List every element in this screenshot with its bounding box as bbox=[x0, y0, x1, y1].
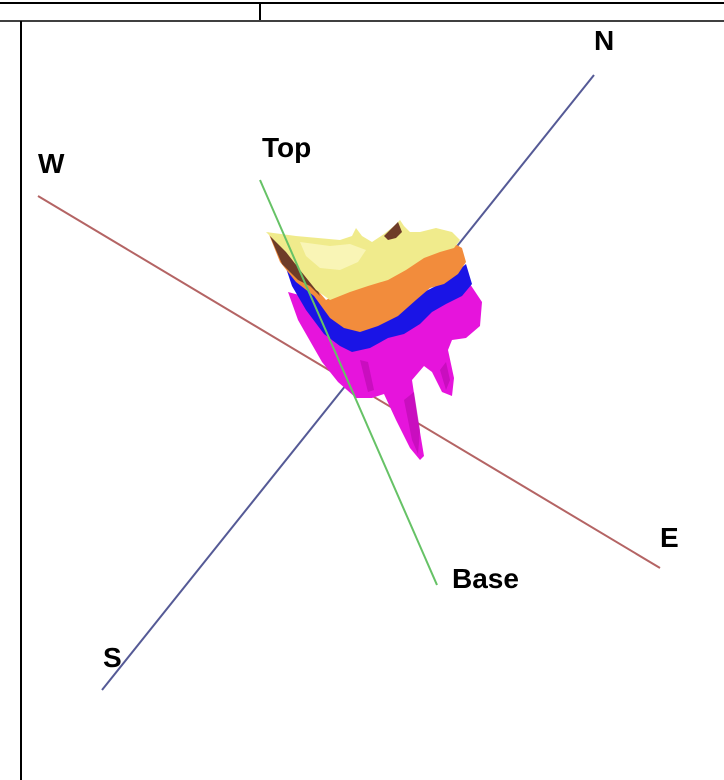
layered-volume bbox=[266, 220, 482, 460]
east-label: E bbox=[660, 522, 679, 553]
top-label: Top bbox=[262, 132, 311, 163]
top-notch bbox=[384, 222, 402, 240]
yellow-top-surface bbox=[266, 220, 460, 300]
south-label: S bbox=[103, 642, 122, 673]
west-label: W bbox=[38, 148, 65, 179]
top-base-axis bbox=[259, 179, 438, 586]
magenta-shade bbox=[360, 360, 450, 454]
magenta-layer bbox=[288, 284, 482, 460]
yellow-highlight bbox=[300, 242, 366, 270]
north-label: N bbox=[594, 25, 614, 56]
dark-layer bbox=[270, 236, 320, 296]
base-label: Base bbox=[452, 563, 519, 594]
blue-layer bbox=[284, 262, 472, 352]
